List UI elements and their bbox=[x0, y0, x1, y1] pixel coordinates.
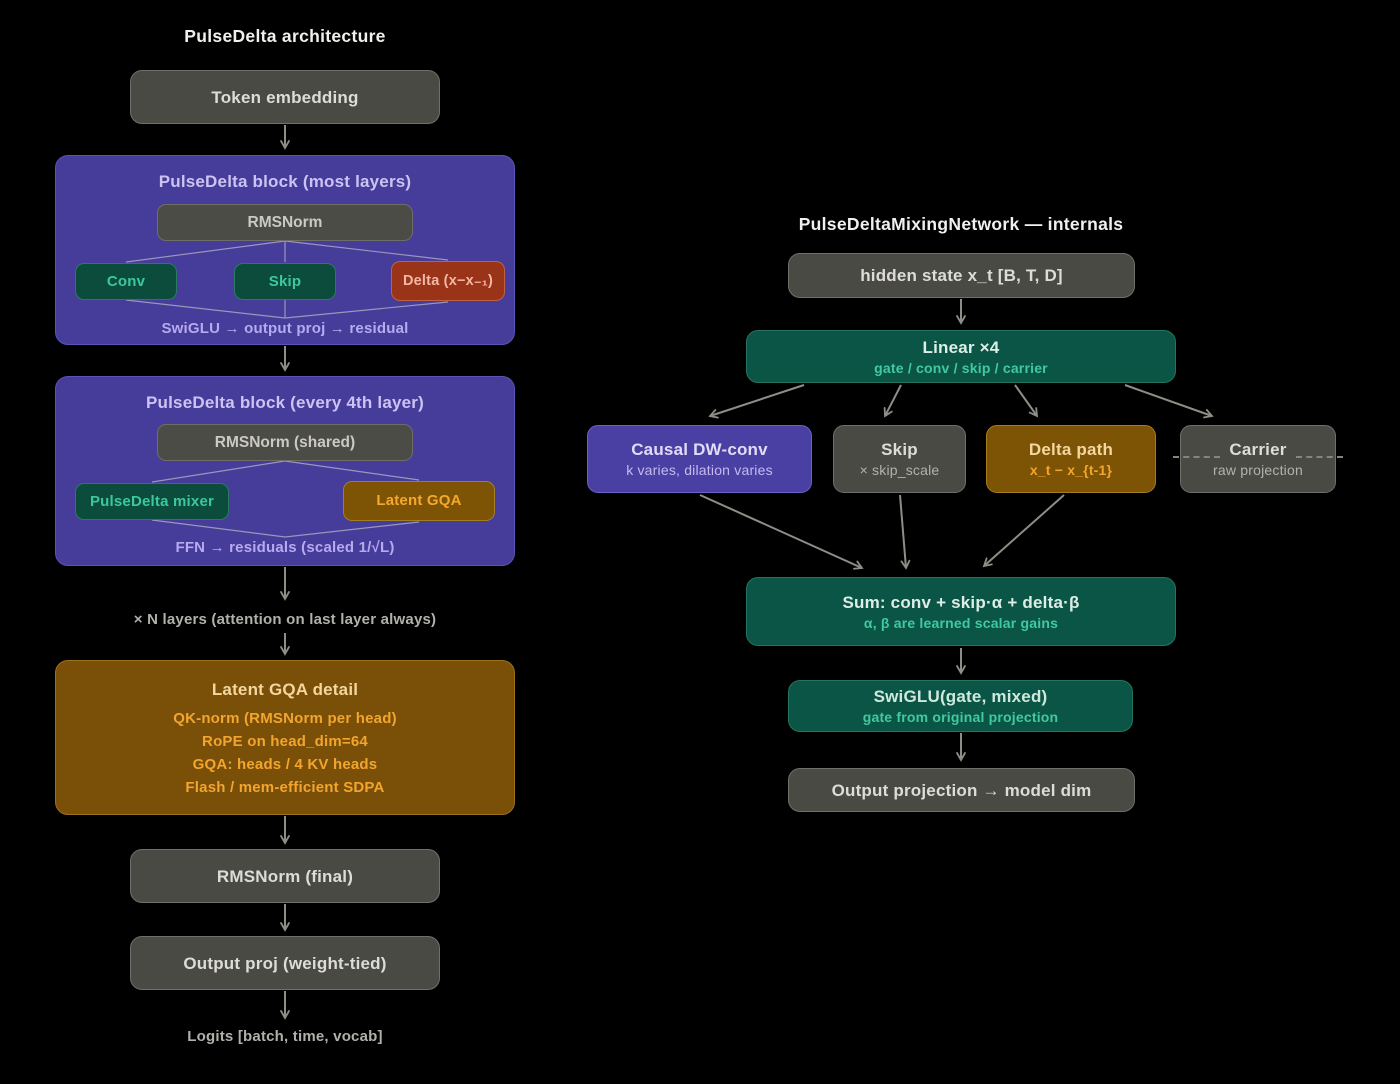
block-every-4th-layer-title: PulseDelta block (every 4th layer) bbox=[146, 393, 424, 412]
node-label: Conv bbox=[106, 272, 146, 290]
node-pulsedelta-mixer: PulseDelta mixer bbox=[75, 483, 229, 520]
node-skip: Skip bbox=[234, 263, 336, 300]
block-most-layers-title: PulseDelta block (most layers) bbox=[158, 172, 412, 191]
node-delta-path: Delta path x_t − x_{t-1} bbox=[986, 425, 1156, 493]
node-label: Token embedding bbox=[211, 87, 359, 107]
layers-count-note: × N layers (attention on last layer alwa… bbox=[133, 611, 437, 628]
left-diagram-title: PulseDelta architecture bbox=[184, 26, 386, 46]
node-label: Skip bbox=[268, 272, 302, 290]
node-latent-gqa: Latent GQA bbox=[343, 481, 495, 521]
node-subtitle: raw projection bbox=[1213, 462, 1303, 478]
node-title: Linear ×4 bbox=[922, 337, 1000, 357]
node-latent-gqa-detail: Latent GQA detail QK-norm (RMSNorm per h… bbox=[55, 660, 515, 815]
node-title: Sum: conv + skip·α + delta·β bbox=[842, 592, 1080, 612]
node-title: Carrier bbox=[1220, 439, 1296, 460]
node-label: Latent GQA bbox=[376, 492, 462, 509]
node-label: Output projection → model dim bbox=[831, 780, 1092, 800]
node-carrier: Carrier raw projection bbox=[1173, 425, 1343, 493]
node-token-embedding: Token embedding bbox=[130, 70, 440, 124]
node-sum: Sum: conv + skip·α + delta·β α, β are le… bbox=[746, 577, 1176, 646]
node-label: Delta (x−x₋₁) bbox=[403, 273, 493, 289]
node-subtitle: k varies, dilation varies bbox=[626, 462, 773, 478]
gqa-detail-title: Latent GQA detail bbox=[211, 680, 359, 699]
node-skip-path: Skip × skip_scale bbox=[833, 425, 966, 493]
node-rmsnorm-final: RMSNorm (final) bbox=[130, 849, 440, 903]
node-hidden-state: hidden state x_t [B, T, D] bbox=[788, 253, 1135, 298]
gqa-detail-line: Flash / mem-efficient SDPA bbox=[185, 779, 385, 796]
node-label: PulseDelta mixer bbox=[89, 492, 215, 510]
logits-note: Logits [batch, time, vocab] bbox=[187, 1028, 383, 1045]
node-rmsnorm: RMSNorm bbox=[157, 204, 413, 241]
node-label: RMSNorm (shared) bbox=[214, 433, 356, 451]
node-rmsnorm-shared: RMSNorm (shared) bbox=[157, 424, 413, 461]
block-most-layers-footer: SwiGLU → output proj → residual bbox=[161, 320, 409, 337]
node-conv: Conv bbox=[75, 263, 177, 300]
node-label: hidden state x_t [B, T, D] bbox=[860, 266, 1063, 285]
node-label: RMSNorm bbox=[247, 213, 323, 231]
node-subtitle: gate from original projection bbox=[862, 709, 1059, 725]
node-causal-dw-conv: Causal DW-conv k varies, dilation varies bbox=[587, 425, 812, 493]
node-subtitle: x_t − x_{t-1} bbox=[1029, 462, 1113, 478]
right-diagram-title: PulseDeltaMixingNetwork — internals bbox=[798, 214, 1124, 234]
node-subtitle: gate / conv / skip / carrier bbox=[874, 359, 1048, 376]
node-title: Causal DW-conv bbox=[631, 440, 768, 459]
block-every-4th-layer-footer: FFN → residuals (scaled 1/√L) bbox=[175, 539, 395, 556]
node-title: SwiGLU(gate, mixed) bbox=[873, 687, 1048, 706]
node-subtitle: × skip_scale bbox=[859, 462, 940, 478]
node-linear-x4: Linear ×4 gate / conv / skip / carrier bbox=[746, 330, 1176, 383]
node-output-proj: Output proj (weight-tied) bbox=[130, 936, 440, 990]
node-label: RMSNorm (final) bbox=[216, 866, 354, 886]
gqa-detail-line: QK-norm (RMSNorm per head) bbox=[173, 710, 397, 727]
gqa-detail-line: GQA: heads / 4 KV heads bbox=[192, 756, 378, 773]
node-output-projection: Output projection → model dim bbox=[788, 768, 1135, 812]
node-subtitle: α, β are learned scalar gains bbox=[863, 614, 1059, 631]
gqa-detail-lines: QK-norm (RMSNorm per head) RoPE on head_… bbox=[56, 707, 514, 799]
gqa-detail-line: RoPE on head_dim=64 bbox=[202, 733, 368, 750]
node-title: Skip bbox=[881, 440, 918, 459]
node-label: Output proj (weight-tied) bbox=[183, 953, 387, 973]
node-title: Delta path bbox=[1028, 440, 1114, 459]
node-delta: Delta (x−x₋₁) bbox=[391, 261, 505, 301]
block-every-4th-layer bbox=[55, 376, 515, 566]
node-swiglu: SwiGLU(gate, mixed) gate from original p… bbox=[788, 680, 1133, 732]
